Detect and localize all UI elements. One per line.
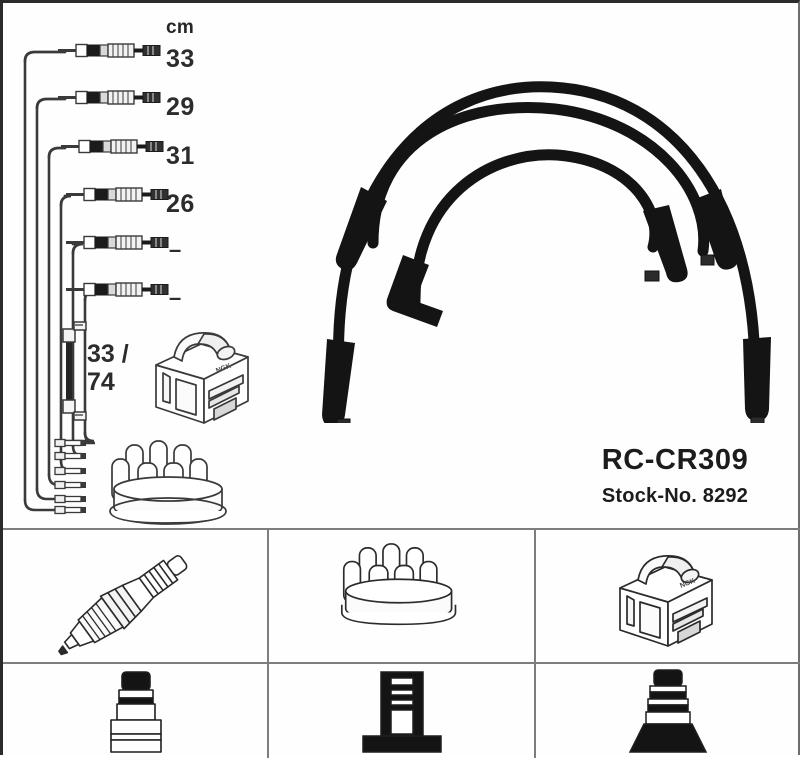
icon-cell-straight-boot <box>3 664 267 758</box>
ignition-coil-module: NGK <box>155 331 249 424</box>
pair-cable-length-line-2: 74 <box>87 368 115 396</box>
flat-terminal-icon <box>362 671 442 753</box>
bundle-connector-1 <box>54 438 87 448</box>
cable-3-right-boot <box>643 205 688 283</box>
spark-plug-icon <box>58 555 188 656</box>
cable-1-left-boot <box>322 339 355 423</box>
main-drawing-panel: cm 33 29 31 26 – – 33 / 74 <box>3 3 800 530</box>
length-unit-header: cm <box>166 17 195 38</box>
harness-lead-1 <box>23 50 67 63</box>
arched-cable-3 <box>386 149 688 327</box>
harness-lead-4 <box>59 194 72 207</box>
length-value-3: 31 <box>166 142 195 170</box>
harness-lead-2 <box>35 97 67 110</box>
distributor-cap-icon <box>340 543 457 626</box>
grid-divider-vertical-1 <box>267 530 269 758</box>
harness-connector-4 <box>65 187 169 202</box>
length-value-5: – <box>169 237 182 262</box>
panel-divider-top <box>3 528 800 530</box>
length-value-4: 26 <box>166 190 195 218</box>
bundle-connector-4 <box>54 480 87 490</box>
harness-connector-2 <box>57 90 161 105</box>
harness-connector-3 <box>60 139 164 154</box>
length-value-1: 33 <box>166 45 195 73</box>
grid-divider-horizontal <box>3 662 800 664</box>
bundle-connector-2 <box>54 451 87 461</box>
icon-cell-spark-plug <box>3 530 267 662</box>
cable-2-left-boot <box>335 187 387 271</box>
pair-cable-length-line-1: 33 / <box>87 340 129 368</box>
harness-lead-5 <box>71 242 84 255</box>
grid-divider-vertical-2 <box>534 530 536 758</box>
icon-cell-flat-terminal <box>269 664 534 758</box>
tapered-boot-icon <box>628 669 708 753</box>
straight-boot-icon <box>110 671 162 753</box>
harness-connector-1 <box>57 43 161 58</box>
bundle-connector-3 <box>54 466 87 476</box>
cable-3-left-boot <box>386 255 443 327</box>
harness-connector-5 <box>65 235 169 250</box>
length-value-2: 29 <box>166 93 195 121</box>
icon-cell-tapered-boot <box>536 664 800 758</box>
length-value-6: – <box>169 285 182 310</box>
arched-cable-2 <box>335 102 738 271</box>
cable-1-right-boot <box>743 337 771 421</box>
short-link-cable <box>62 321 87 421</box>
bundle-connector-6 <box>54 505 87 515</box>
harness-lead-3 <box>47 146 67 159</box>
bundle-connector-5 <box>54 494 87 504</box>
stock-number: Stock-No. 8292 <box>601 485 749 507</box>
icon-cell-distributor-cap <box>269 530 534 662</box>
arched-cable-group <box>322 81 771 423</box>
cable-2-right-boot <box>695 189 738 270</box>
ignition-coil-icon: NGK <box>619 554 713 647</box>
icon-cell-ignition-coil: NGK <box>536 530 800 662</box>
component-icon-grid: NGK <box>3 530 800 758</box>
pair-cable-length: 33 / 74 <box>87 340 129 396</box>
distributor-cap <box>109 440 227 525</box>
left-harness-assembly <box>23 43 169 515</box>
part-number: RC-CR309 <box>601 444 749 476</box>
harness-connector-6 <box>65 282 169 297</box>
